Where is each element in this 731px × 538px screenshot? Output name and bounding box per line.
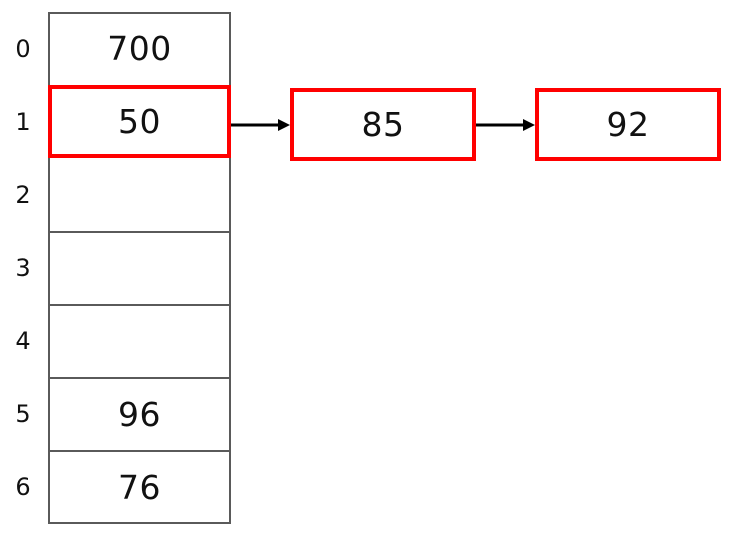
chain-arrow-1: [231, 114, 291, 136]
hash-slot-5[interactable]: 96: [48, 377, 231, 450]
hash-slot-5-value: 96: [118, 395, 161, 434]
chain-node-0[interactable]: 85: [290, 88, 476, 161]
hash-slot-1[interactable]: 50: [48, 85, 231, 158]
slot-index-2: 2: [15, 180, 31, 209]
slot-index-1: 1: [15, 107, 31, 136]
hash-slot-6[interactable]: 76: [48, 450, 231, 523]
slot-index-0: 0: [15, 34, 31, 63]
chain-node-0-value: 85: [361, 105, 405, 144]
chain-node-1-value: 92: [606, 105, 650, 144]
chain-node-1[interactable]: 92: [535, 88, 721, 161]
chain-arrow-2: [476, 114, 536, 136]
hash-slot-2[interactable]: [48, 158, 231, 231]
slot-index-3: 3: [15, 253, 31, 282]
hash-table-array: 700 50 96 76: [48, 12, 231, 524]
hash-slot-3[interactable]: [48, 231, 231, 304]
hash-slot-6-value: 76: [118, 468, 161, 507]
hash-slot-4[interactable]: [48, 304, 231, 377]
slot-index-5: 5: [15, 399, 31, 428]
hash-slot-0-value: 700: [107, 29, 172, 68]
slot-index-4: 4: [15, 326, 31, 355]
slot-index-6: 6: [15, 472, 31, 501]
hash-slot-1-value: 50: [118, 102, 161, 141]
hash-slot-0[interactable]: 700: [48, 12, 231, 85]
